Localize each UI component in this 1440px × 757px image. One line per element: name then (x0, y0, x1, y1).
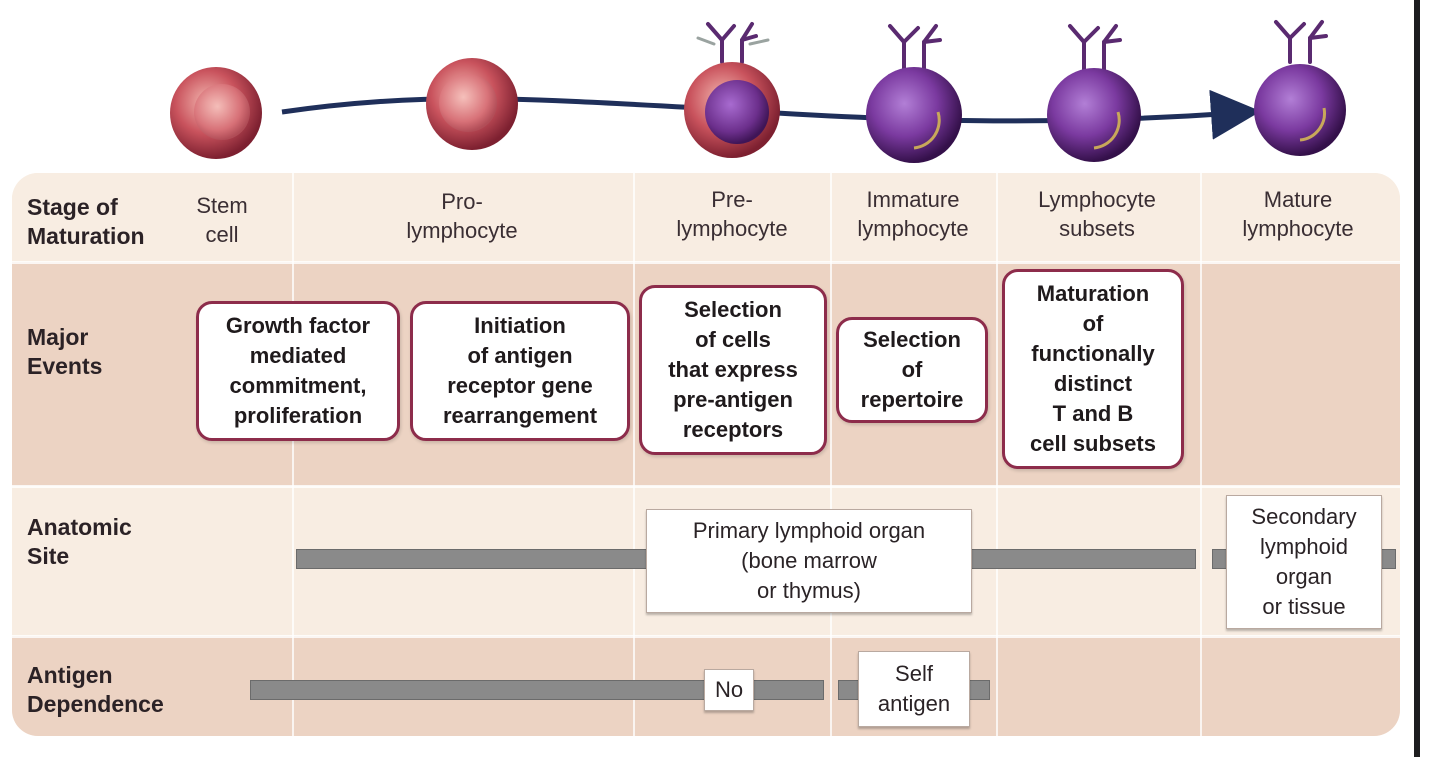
column-divider (633, 173, 635, 736)
row-label-stage: Stage of Maturation (27, 194, 145, 249)
stage-row (12, 173, 1400, 262)
right-border (1414, 0, 1420, 757)
row-label-antigen: Antigen Dependence (27, 662, 164, 717)
stem-cell-icon (170, 67, 262, 159)
event-receptor-rearrangement: Initiation of antigen receptor gene rear… (410, 301, 630, 441)
stage-stem-cell: Stem cell (196, 193, 248, 247)
row-label-events: Major Events (27, 324, 103, 379)
row-label-site: Anatomic Site (27, 514, 132, 569)
stage-lymphocyte-subsets: Lymphocyte subsets (1038, 187, 1156, 241)
row-divider (12, 485, 1400, 488)
stage-pro-lymphocyte: Pro- lymphocyte (406, 189, 518, 243)
no-antigen-box: No (704, 669, 754, 711)
column-divider (830, 173, 832, 736)
stage-pre-lymphocyte: Pre- lymphocyte (676, 187, 788, 241)
maturation-illustration (170, 20, 1346, 163)
event-subset-maturation: Maturation of functionally distinct T an… (1002, 269, 1184, 469)
secondary-lymphoid-organ-box: Secondary lymphoid organ or tissue (1226, 495, 1382, 629)
column-divider (292, 173, 294, 736)
event-pre-antigen-selection: Selection of cells that express pre-anti… (639, 285, 827, 455)
row-divider (12, 635, 1400, 638)
event-repertoire-selection: Selection of repertoire (836, 317, 988, 423)
maturation-table: Stage of Maturation Major Events Anatomi… (12, 173, 1400, 736)
antigen-independent-bar (250, 680, 824, 700)
stage-immature-lymphocyte: Immature lymphocyte (857, 187, 969, 241)
immature-lymphocyte-icon (866, 24, 962, 163)
primary-lymphoid-organ-box: Primary lymphoid organ (bone marrow or t… (646, 509, 972, 613)
stage-mature-lymphocyte: Mature lymphocyte (1242, 187, 1354, 241)
column-divider (1200, 173, 1202, 736)
column-divider (996, 173, 998, 736)
mature-lymphocyte-icon (1254, 20, 1346, 156)
self-antigen-box: Self antigen (858, 651, 970, 727)
pro-lymphocyte-icon (426, 58, 518, 150)
event-growth-factor: Growth factor mediated commitment, proli… (196, 301, 400, 441)
row-divider (12, 261, 1400, 264)
pre-lymphocyte-icon (684, 22, 780, 158)
lymphocyte-subsets-icon (1047, 24, 1141, 162)
